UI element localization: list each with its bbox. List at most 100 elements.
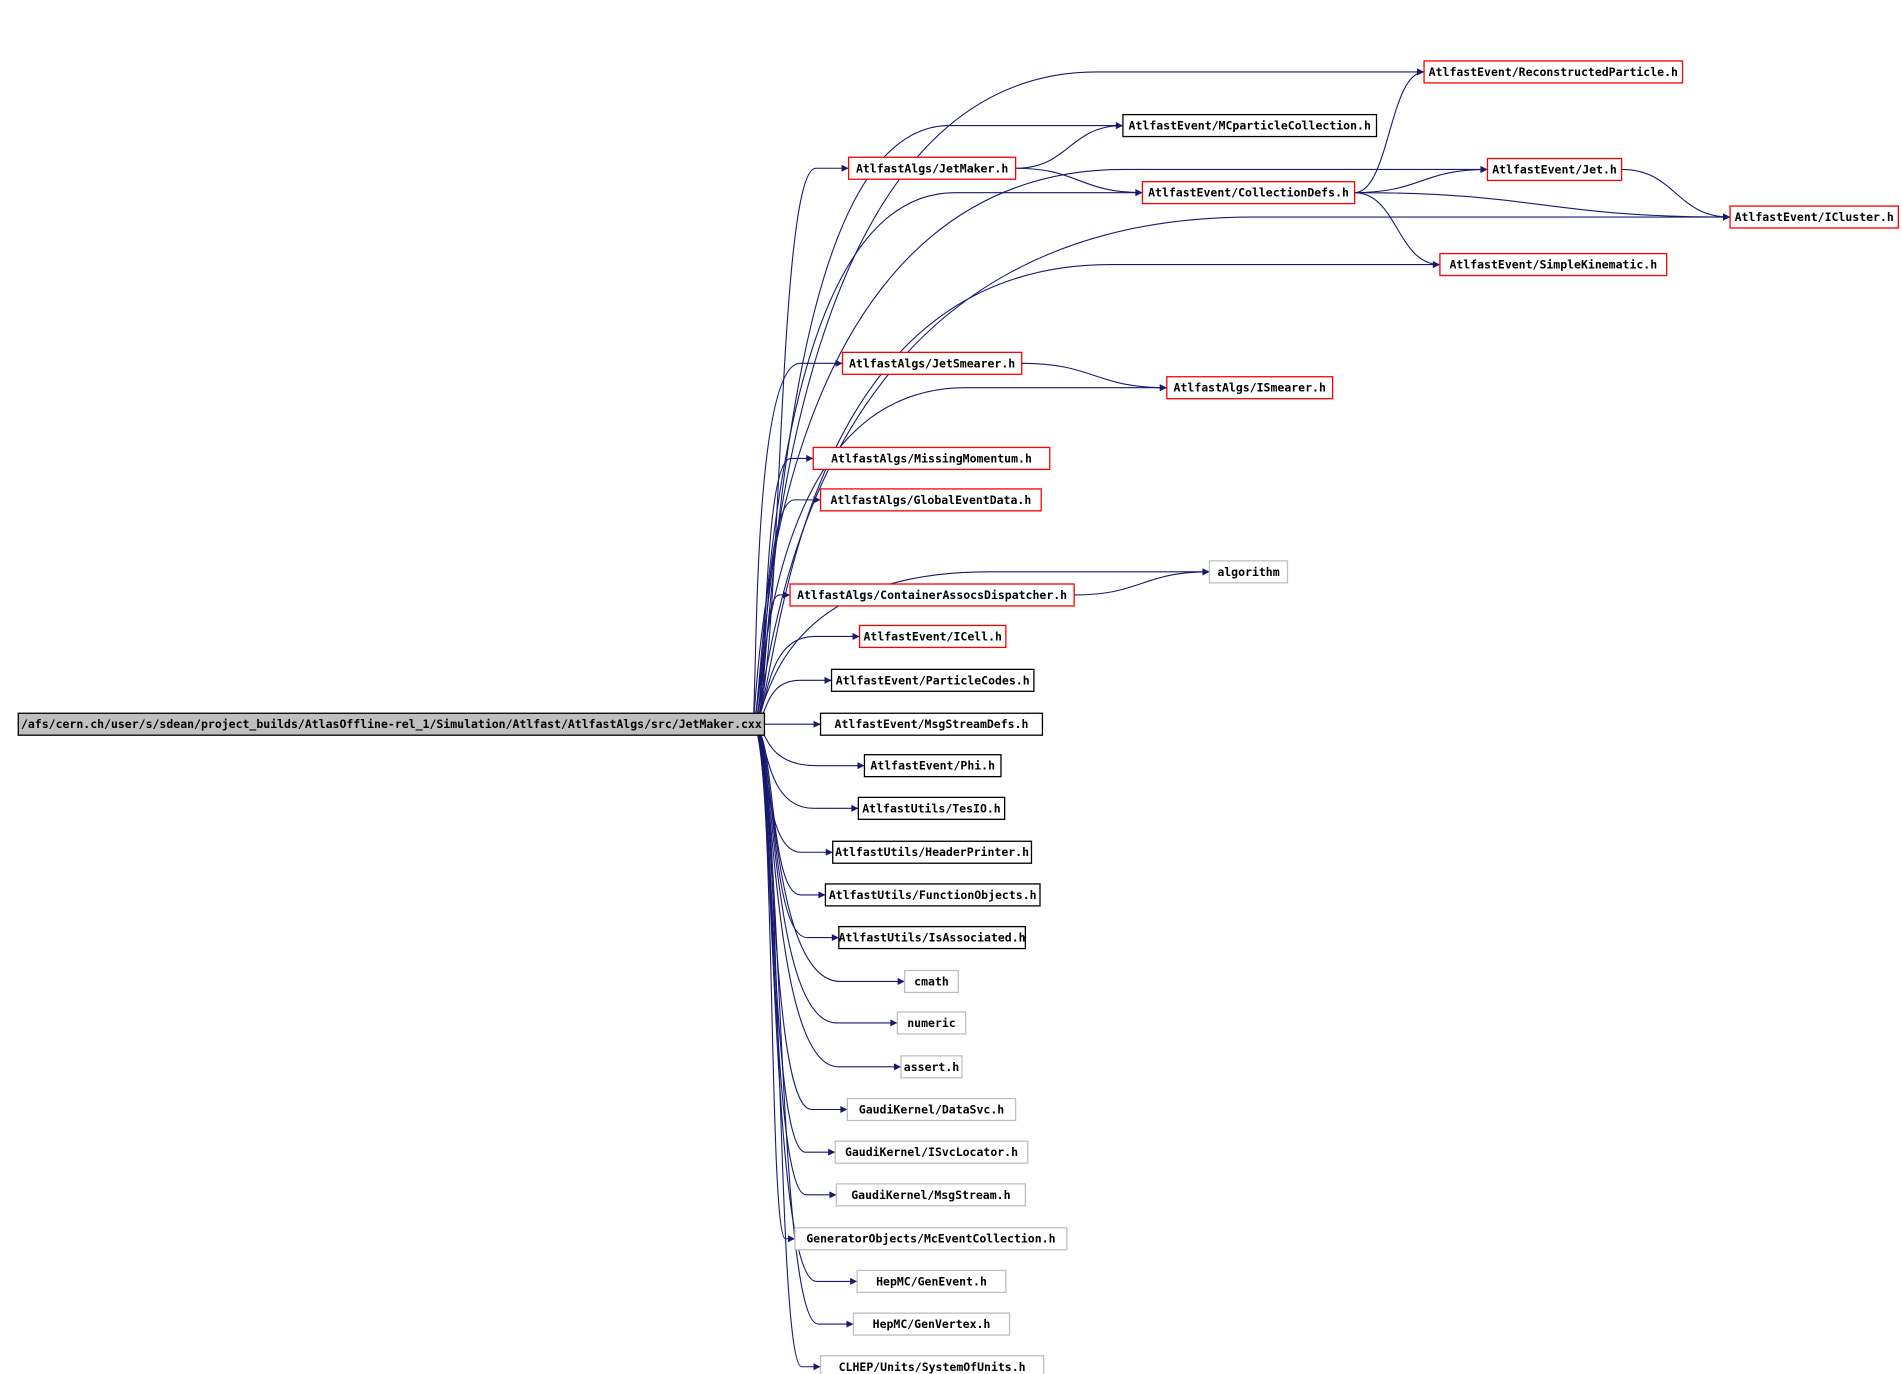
node-box xyxy=(835,1183,1027,1207)
node-label: assert.h xyxy=(904,1060,959,1074)
node-label: algorithm xyxy=(1217,565,1279,579)
include-node-atlfastevent-mcparticlecollection-h[interactable]: AtlfastEvent/MCparticleCollection.h xyxy=(1122,113,1378,138)
edge-root-to-n4 xyxy=(751,165,1488,725)
edge-root-to-n8 xyxy=(751,359,843,725)
node-label: AtlfastEvent/ParticleCodes.h xyxy=(836,673,1030,687)
edge-root-to-n5 xyxy=(751,189,1143,725)
node-box xyxy=(1486,157,1623,182)
node-box xyxy=(819,712,1044,736)
node-layer: /afs/cern.ch/user/s/sdean/project_builds… xyxy=(17,60,1899,1374)
edge-root-to-n31 xyxy=(751,723,821,1371)
edge-n4-to-n6 xyxy=(1621,168,1731,221)
node-label: AtlfastEvent/ICell.h xyxy=(863,629,1002,643)
include-node-atlfastutils-functionobjects-h[interactable]: AtlfastUtils/FunctionObjects.h xyxy=(824,883,1041,907)
node-box xyxy=(1729,205,1899,229)
edge-n5-to-n4 xyxy=(1354,165,1488,194)
include-node-assert-h: assert.h xyxy=(900,1055,963,1079)
node-box xyxy=(852,1312,1011,1336)
edge-n5-to-n7 xyxy=(1354,192,1440,269)
edge-root-to-n29 xyxy=(751,723,858,1285)
node-box xyxy=(1141,181,1356,205)
node-box xyxy=(794,1227,1068,1251)
include-node-atlfastutils-tesio-h[interactable]: AtlfastUtils/TesIO.h xyxy=(857,796,1006,820)
root-file-node[interactable]: /afs/cern.ch/user/s/sdean/project_builds… xyxy=(17,712,766,736)
include-node-atlfastevent-simplekinematic-h[interactable]: AtlfastEvent/SimpleKinematic.h xyxy=(1439,252,1668,277)
include-node-atlfastevent-icluster-h[interactable]: AtlfastEvent/ICluster.h xyxy=(1729,205,1899,229)
node-box xyxy=(904,969,959,994)
node-box xyxy=(830,668,1035,692)
node-box xyxy=(1208,560,1289,584)
node-label: AtlfastAlgs/MissingMomentum.h xyxy=(831,451,1032,465)
include-node-atlfastalgs-jetsmearer-h[interactable]: AtlfastAlgs/JetSmearer.h xyxy=(841,351,1023,375)
edge-n3-to-n2 xyxy=(1015,122,1123,169)
include-node-atlfastalgs-jetmaker-h[interactable]: AtlfastAlgs/JetMaker.h xyxy=(847,156,1017,180)
edge-root-to-n3 xyxy=(752,164,849,725)
node-box xyxy=(863,754,1002,778)
node-box xyxy=(819,488,1042,512)
node-label: AtlfastUtils/FunctionObjects.h xyxy=(829,888,1037,902)
node-box xyxy=(896,1011,967,1035)
node-box xyxy=(846,1097,1017,1122)
node-label: AtlfastAlgs/GlobalEventData.h xyxy=(830,493,1031,507)
node-label: GaudiKernel/ISvcLocator.h xyxy=(845,1145,1018,1159)
node-box xyxy=(838,925,1027,950)
include-node-atlfastevent-msgstreamdefs-h[interactable]: AtlfastEvent/MsgStreamDefs.h xyxy=(819,712,1044,736)
include-node-atlfastalgs-containerassocsdispatcher-h[interactable]: AtlfastAlgs/ContainerAssocsDispatcher.h xyxy=(789,583,1075,607)
node-box xyxy=(1423,60,1684,84)
include-node-atlfastalgs-globaleventdata-h[interactable]: AtlfastAlgs/GlobalEventData.h xyxy=(819,488,1042,512)
include-node-atlfastevent-reconstructedparticle-h[interactable]: AtlfastEvent/ReconstructedParticle.h xyxy=(1423,60,1684,84)
node-box xyxy=(832,840,1033,864)
include-node-gaudikernel-isvclocator-h: GaudiKernel/ISvcLocator.h xyxy=(834,1140,1029,1164)
edge-n5-to-n1 xyxy=(1354,68,1425,194)
node-label: HepMC/GenVertex.h xyxy=(873,1317,991,1331)
include-node-atlfastutils-headerprinter-h[interactable]: AtlfastUtils/HeaderPrinter.h xyxy=(832,840,1033,864)
node-label: CLHEP/Units/SystemOfUnits.h xyxy=(839,1360,1026,1374)
node-label: AtlfastEvent/CollectionDefs.h xyxy=(1148,186,1349,200)
include-node-atlfastevent-collectiondefs-h[interactable]: AtlfastEvent/CollectionDefs.h xyxy=(1141,181,1356,205)
include-node-gaudikernel-msgstream-h: GaudiKernel/MsgStream.h xyxy=(835,1183,1027,1207)
node-box xyxy=(856,1269,1007,1294)
node-label: AtlfastEvent/ICluster.h xyxy=(1735,210,1894,224)
node-label: AtlfastEvent/ReconstructedParticle.h xyxy=(1429,65,1678,79)
node-label: AtlfastAlgs/ISmearer.h xyxy=(1174,381,1326,395)
include-node-numeric: numeric xyxy=(896,1011,967,1035)
node-box xyxy=(1439,252,1668,277)
node-box xyxy=(834,1140,1029,1164)
edge-n3-to-n5 xyxy=(1015,167,1143,197)
node-label: AtlfastAlgs/JetSmearer.h xyxy=(849,356,1015,370)
edge-root-to-n6 xyxy=(751,213,1731,725)
node-label: AtlfastAlgs/JetMaker.h xyxy=(856,161,1008,175)
edge-root-to-n1 xyxy=(751,68,1425,725)
node-box xyxy=(17,712,766,736)
node-label: AtlfastEvent/MsgStreamDefs.h xyxy=(835,717,1029,731)
include-node-atlfastalgs-ismearer-h[interactable]: AtlfastAlgs/ISmearer.h xyxy=(1166,376,1334,400)
node-label: AtlfastEvent/Jet.h xyxy=(1492,162,1617,176)
node-box xyxy=(812,446,1051,471)
include-node-clhep-units-systemofunits-h: CLHEP/Units/SystemOfUnits.h xyxy=(819,1355,1045,1374)
include-node-atlfastutils-isassociated-h[interactable]: AtlfastUtils/IsAssociated.h xyxy=(838,925,1027,950)
node-label: AtlfastEvent/MCparticleCollection.h xyxy=(1129,119,1371,133)
edge-root-to-n7 xyxy=(752,261,1440,725)
node-box xyxy=(847,156,1017,180)
node-label: AtlfastEvent/Phi.h xyxy=(870,759,995,773)
node-box xyxy=(1122,113,1378,138)
node-box xyxy=(819,1355,1045,1374)
include-node-hepmc-genevent-h: HepMC/GenEvent.h xyxy=(856,1269,1007,1294)
include-node-atlfastevent-particlecodes-h[interactable]: AtlfastEvent/ParticleCodes.h xyxy=(830,668,1035,692)
node-label: numeric xyxy=(907,1016,955,1030)
include-node-atlfastevent-phi-h[interactable]: AtlfastEvent/Phi.h xyxy=(863,754,1002,778)
node-box xyxy=(824,883,1041,907)
include-node-cmath: cmath xyxy=(904,969,959,994)
node-box xyxy=(900,1055,963,1079)
include-node-atlfastevent-icell-h[interactable]: AtlfastEvent/ICell.h xyxy=(858,624,1007,649)
node-box xyxy=(789,583,1075,607)
edge-n5-to-n6 xyxy=(1354,192,1731,221)
include-node-algorithm: algorithm xyxy=(1208,560,1289,584)
include-node-atlfastevent-jet-h[interactable]: AtlfastEvent/Jet.h xyxy=(1486,157,1623,182)
include-node-gaudikernel-datasvc-h: GaudiKernel/DataSvc.h xyxy=(846,1097,1017,1122)
include-node-atlfastalgs-missingmomentum-h[interactable]: AtlfastAlgs/MissingMomentum.h xyxy=(812,446,1051,471)
node-label: AtlfastAlgs/ContainerAssocsDispatcher.h xyxy=(797,588,1067,602)
edge-root-to-n11 xyxy=(751,496,821,725)
node-label: GeneratorObjects/McEventCollection.h xyxy=(806,1232,1055,1246)
